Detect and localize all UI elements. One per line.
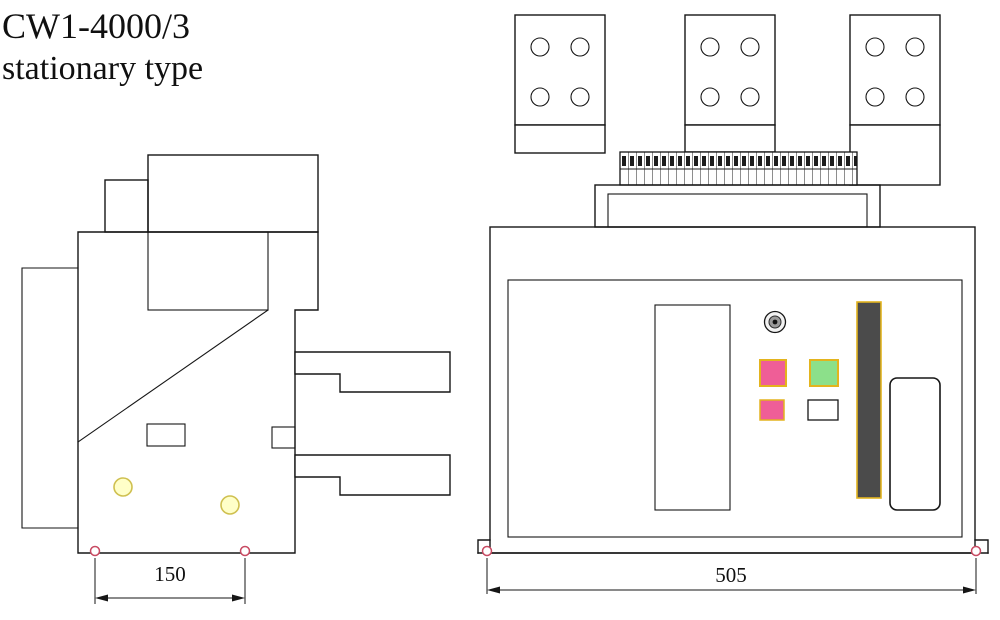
pad-base [849,124,941,186]
side-notch [147,231,269,311]
lower-terminal-stab [294,454,451,496]
round-socket [763,310,787,334]
bolt-hole [740,37,760,57]
datum-marker [970,545,982,557]
side-diagonal-member [77,309,269,443]
pad-plate [514,14,606,126]
bolt-hole [865,37,885,57]
side-mounting-bracket [21,267,79,529]
indicator-window [654,304,731,511]
datum-marker [89,545,101,557]
side-body-outline [77,231,319,554]
dimension-label-side: 150 [154,562,186,586]
left-flange [477,539,491,554]
pad-base [514,124,606,154]
bolt-hole [700,37,720,57]
datum-marker [481,545,493,557]
rating-label [889,377,941,511]
side-inner-block-right [271,426,296,449]
bolt-hole [905,87,925,107]
upper-terminal-stab [294,351,451,393]
page-title: CW1-4000/3 [2,6,190,46]
dimension-arrow [95,594,108,602]
dimension-150: 150 [89,545,251,604]
side-inner-block-left [146,423,186,447]
mounting-hole [220,495,240,515]
right-flange [974,539,989,554]
bolt-hole [740,87,760,107]
socket-center [772,319,778,325]
terminal-frame-inner [607,193,868,228]
off-button[interactable] [759,359,787,387]
dimension-arrow [963,586,976,594]
counter-window [807,399,839,421]
dimension-arrow [232,594,245,602]
terminal-frame-outer [594,184,881,228]
front-view: 505 [477,14,989,594]
front-panel [507,279,963,538]
side-top-block [147,154,319,233]
title-block: CW1-4000/3 stationary type [2,6,203,87]
on-button[interactable] [809,359,839,387]
indicator-light [759,399,785,421]
handle-slot[interactable] [856,301,882,499]
terminal-pad-2 [684,14,776,153]
page-subtitle: stationary type [2,50,203,87]
dimension-label-front: 505 [715,563,747,587]
terminal-pad-1 [514,14,606,154]
bolt-hole [530,37,550,57]
dimension-505: 505 [481,545,982,594]
bolt-hole [865,87,885,107]
dimension-arrow [487,586,500,594]
pad-base [684,124,776,153]
pad-plate [684,14,776,126]
mounting-hole [113,477,133,497]
secondary-terminal-strip [619,151,858,186]
terminal-pad-3 [849,14,941,186]
pad-plate [849,14,941,126]
datum-marker [239,545,251,557]
bolt-hole [700,87,720,107]
side-view: 150 [21,154,451,604]
bolt-hole [905,37,925,57]
bolt-hole [570,87,590,107]
side-step-block [104,179,149,233]
bolt-hole [530,87,550,107]
bolt-hole [570,37,590,57]
